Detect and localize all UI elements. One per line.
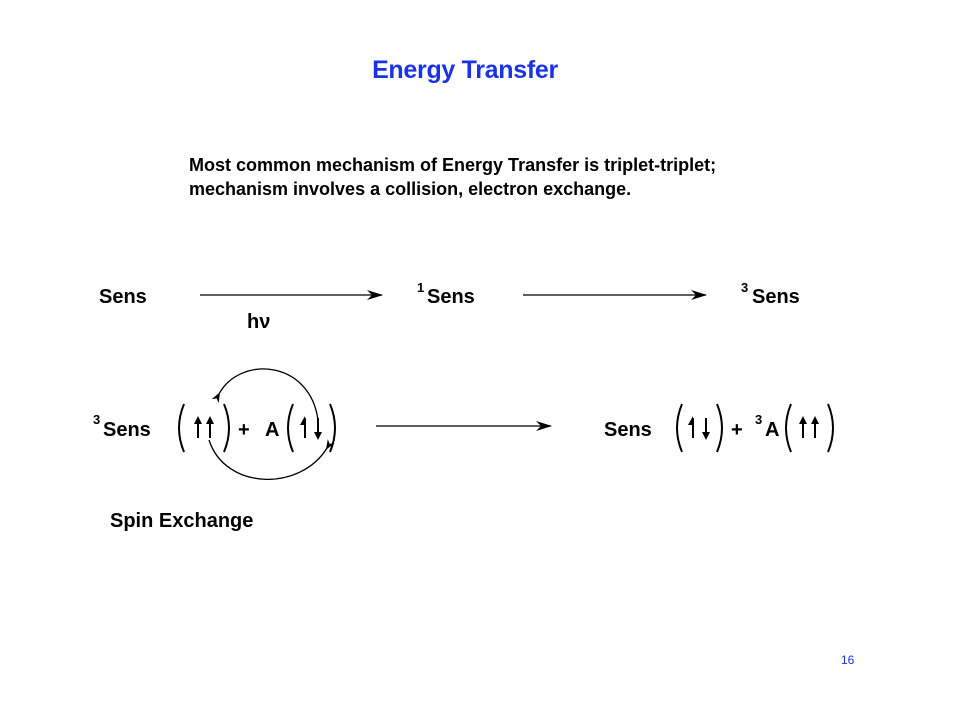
spin-up-arrow-icon xyxy=(205,415,215,439)
reaction1-reactant: Sens xyxy=(99,286,147,308)
spin-up-arrow-icon xyxy=(810,415,820,439)
spin-up-arrow-icon xyxy=(193,415,203,439)
description-line-2: mechanism involves a collision, electron… xyxy=(189,179,632,199)
reaction2-reactant1-superscript: 3 xyxy=(93,412,100,427)
reaction1-intermediate-superscript: 1 xyxy=(417,280,424,295)
reaction2-product1: Sens xyxy=(604,419,652,441)
reaction2-plus-1: + xyxy=(238,419,250,441)
reaction1-product-superscript: 3 xyxy=(741,280,748,295)
spin-up-arrow-icon xyxy=(798,415,808,439)
reaction2-reactant1: Sens xyxy=(103,419,151,441)
reaction2-product2-superscript: 3 xyxy=(755,412,762,427)
spin-pair-product1 xyxy=(676,403,723,453)
page-number: 16 xyxy=(841,653,855,667)
description: Most common mechanism of Energy Transfer… xyxy=(189,153,716,201)
spin-down-arrow-icon xyxy=(701,417,711,441)
spin-pair-reactant2 xyxy=(287,403,336,453)
reaction1-product: Sens xyxy=(752,286,800,308)
slide-title: Energy Transfer xyxy=(372,56,558,84)
spin-exchange-circle xyxy=(208,368,335,480)
description-line-1: Most common mechanism of Energy Transfer… xyxy=(189,155,717,175)
spin-up-arrow-icon xyxy=(299,415,306,439)
reaction1-arrow-label: hν xyxy=(247,311,270,333)
spin-pair-reactant1 xyxy=(178,403,230,453)
spin-exchange-caption: Spin Exchange xyxy=(110,510,253,532)
reaction2-plus-2: + xyxy=(731,419,743,441)
reaction1-intermediate: Sens xyxy=(427,286,475,308)
spin-down-arrow-icon xyxy=(313,417,323,441)
reaction2-product2: A xyxy=(765,419,779,441)
reaction2-reactant2: A xyxy=(265,419,279,441)
spin-up-arrow-icon xyxy=(687,415,694,439)
spin-pair-product2 xyxy=(785,403,834,453)
